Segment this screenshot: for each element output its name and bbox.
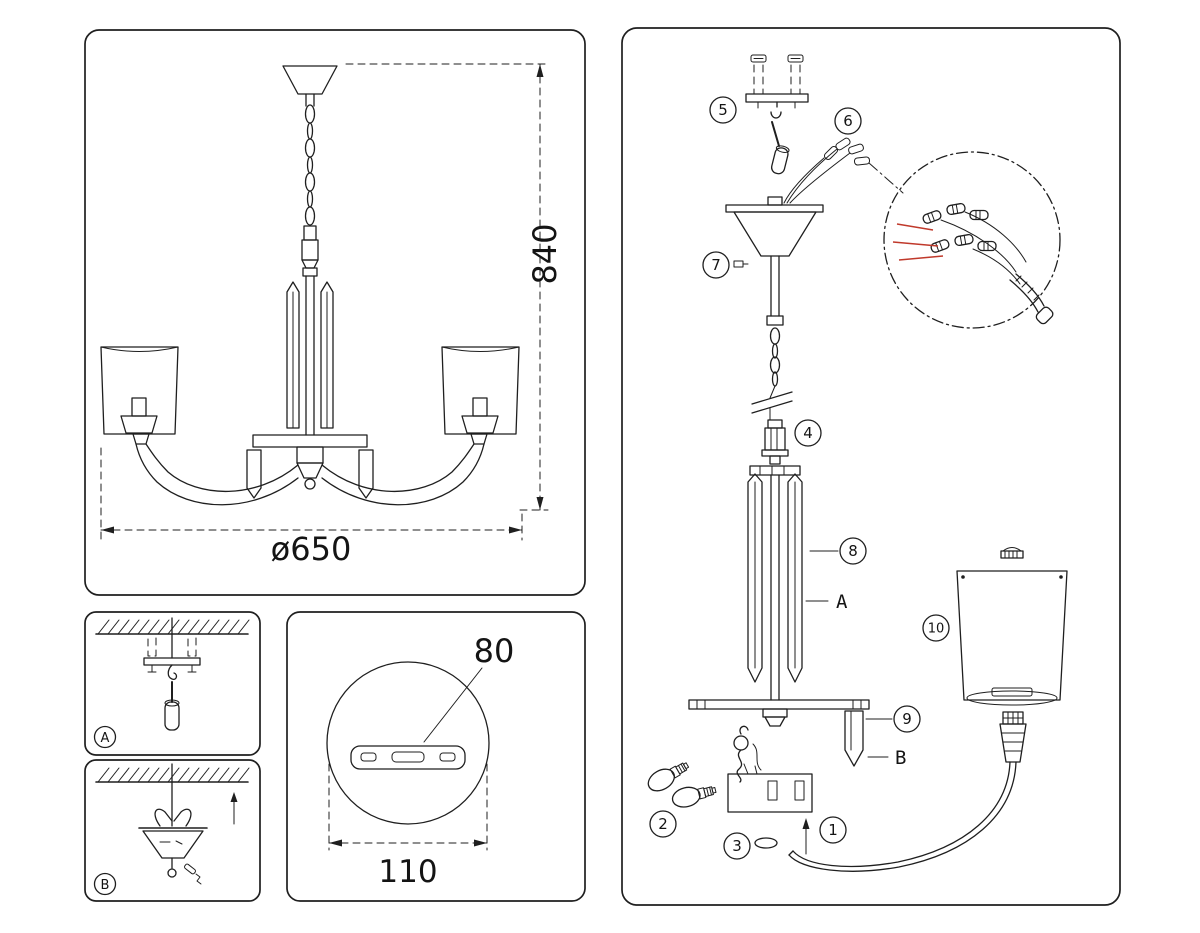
wire-connectors-part — [783, 137, 871, 204]
callout-2-number: 2 — [658, 815, 668, 833]
canopy-install-b — [138, 763, 238, 885]
mount-detail-border — [286, 611, 586, 902]
diameter-dimension-value: ø650 — [271, 530, 352, 568]
slot-leader-line — [423, 667, 483, 743]
callout-9: 9 — [865, 705, 921, 733]
socket-part — [761, 419, 789, 465]
mount-bracket-a — [143, 617, 201, 680]
callout-7-number: 7 — [711, 256, 721, 274]
step-b-label: B — [101, 878, 110, 893]
chain-and-cable — [751, 327, 793, 421]
assembly-panel: 5 6 — [621, 27, 1121, 906]
center-body — [246, 434, 374, 499]
ceiling-hatch-a — [97, 619, 250, 635]
square-shade-part — [956, 547, 1068, 706]
slot-dimension-value: 80 — [474, 632, 515, 670]
bulbs-part — [647, 762, 717, 808]
chandelier-drawing — [100, 65, 520, 506]
callout-9-number: 9 — [902, 710, 912, 728]
live-wire-markers — [892, 223, 944, 261]
screwdriver-a — [164, 681, 180, 731]
mount-plate-detail-panel: 80 110 — [286, 611, 586, 902]
terminal-block-part — [727, 763, 813, 849]
safety-wire-part — [733, 725, 762, 783]
callout-10: 10 — [922, 614, 950, 642]
callout-1: 1 — [802, 816, 847, 855]
callout-5: 5 — [709, 96, 737, 124]
crystal-b-part — [844, 710, 864, 767]
callout-3: 3 — [723, 832, 751, 860]
gasket-oval — [754, 837, 778, 849]
step-a-label: A — [101, 731, 110, 746]
plate-width-dimension: 110 — [328, 763, 488, 890]
lamp-arms — [132, 433, 488, 506]
callout-3-number: 3 — [732, 837, 742, 855]
flexible-tool — [1009, 273, 1054, 325]
callout-4-number: 4 — [803, 424, 813, 442]
crystal-b-label: B — [895, 747, 906, 769]
callout-2: 2 — [649, 810, 677, 838]
ceiling-canopy — [282, 65, 338, 107]
callout-1-number: 1 — [828, 821, 838, 839]
callout-6: 6 — [834, 107, 862, 135]
install-b-panel: B — [84, 759, 261, 902]
callout-8-number: 8 — [848, 542, 858, 560]
ceiling-bracket-part — [745, 54, 809, 175]
screw-icon — [733, 260, 749, 268]
crystal-a-label: A — [836, 591, 848, 613]
crystal-pendant-left — [246, 449, 262, 499]
center-column — [286, 267, 334, 436]
step-a-badge: A — [93, 725, 117, 749]
wiring-detail-circle — [883, 151, 1061, 329]
assembly-border — [621, 27, 1121, 906]
step-b-badge: B — [93, 872, 117, 896]
hanging-chain — [301, 104, 319, 269]
crystal-b-label-group: B — [867, 747, 906, 769]
detail-leader-line — [868, 162, 904, 194]
mount-plate — [350, 745, 466, 770]
install-a-border — [84, 611, 261, 756]
detail-circle — [326, 661, 490, 825]
crystal-column-part — [747, 465, 803, 701]
power-cord-part — [788, 711, 1027, 872]
bottom-plate-part — [688, 699, 870, 727]
install-a-panel: A — [84, 611, 261, 756]
install-b-border — [84, 759, 261, 902]
diameter-dimension: ø650 — [100, 447, 523, 568]
crystal-pendant-right — [358, 449, 374, 499]
height-dimension-value: 840 — [526, 223, 564, 284]
crystal-a-label-group: A — [805, 591, 848, 613]
canopy-part — [725, 196, 824, 326]
callout-10-number: 10 — [928, 622, 945, 637]
callout-7: 7 — [702, 251, 749, 279]
overview-panel-border — [84, 29, 586, 596]
callout-4: 4 — [794, 419, 822, 447]
height-dimension: 840 — [345, 63, 564, 511]
callout-5-number: 5 — [718, 101, 728, 119]
callout-8: 8 — [809, 537, 867, 565]
callout-6-number: 6 — [843, 112, 853, 130]
plate-width-value: 110 — [378, 854, 437, 890]
ceiling-hatch-b — [97, 767, 250, 783]
lamp-shade-right — [441, 346, 520, 435]
lamp-shade-left — [100, 346, 179, 435]
overview-panel: 840 ø650 — [84, 29, 586, 596]
